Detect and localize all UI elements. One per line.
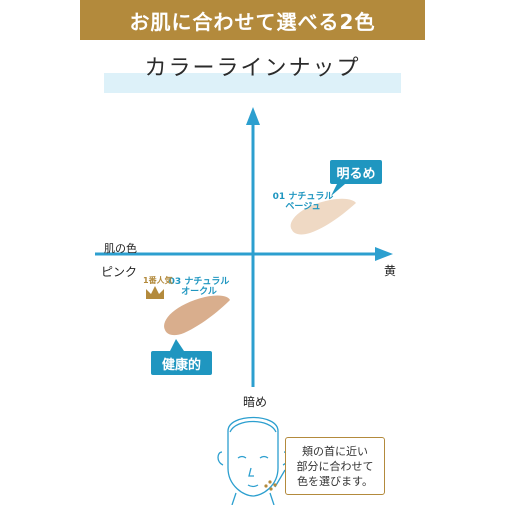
popular-badge-text: 1番人気 (143, 276, 173, 285)
axis-right-label: 黄 (384, 264, 397, 278)
crown-icon (146, 286, 164, 299)
shade-03-label: 03 ナチュラル オークル (168, 277, 230, 297)
callout-bright-pointer (331, 184, 345, 196)
blush-dots (264, 480, 277, 491)
callout-healthy-pointer (170, 339, 184, 351)
tip-box: 頬の首に近い 部分に合わせて 色を選びます。 (285, 437, 385, 495)
shade-01-swatch (290, 198, 356, 235)
up-arrow-icon (246, 107, 260, 125)
right-arrow-icon (375, 247, 393, 261)
axis-name-label: 肌の色 (104, 242, 137, 255)
callout-healthy-text: 健康的 (161, 357, 201, 373)
face-illustration (217, 416, 289, 505)
header-banner: お肌に合わせて選べる2色 (80, 0, 425, 40)
callout-healthy: 健康的 (151, 351, 212, 375)
axis-bottom-label: 暗め (243, 395, 268, 409)
tip-text: 頬の首に近い 部分に合わせて 色を選びます。 (296, 444, 374, 488)
axis-left-label: ピンク (101, 265, 138, 279)
banner-title: お肌に合わせて選べる2色 (129, 9, 376, 34)
title-highlight-band (104, 73, 401, 93)
section-title: カラーラインナップ (144, 56, 361, 81)
callout-bright: 明るめ (330, 160, 382, 184)
shade-01-label: 01 ナチュラル ベージュ (272, 192, 334, 212)
shade-03-swatch (164, 295, 230, 336)
callout-bright-text: 明るめ (336, 166, 376, 182)
